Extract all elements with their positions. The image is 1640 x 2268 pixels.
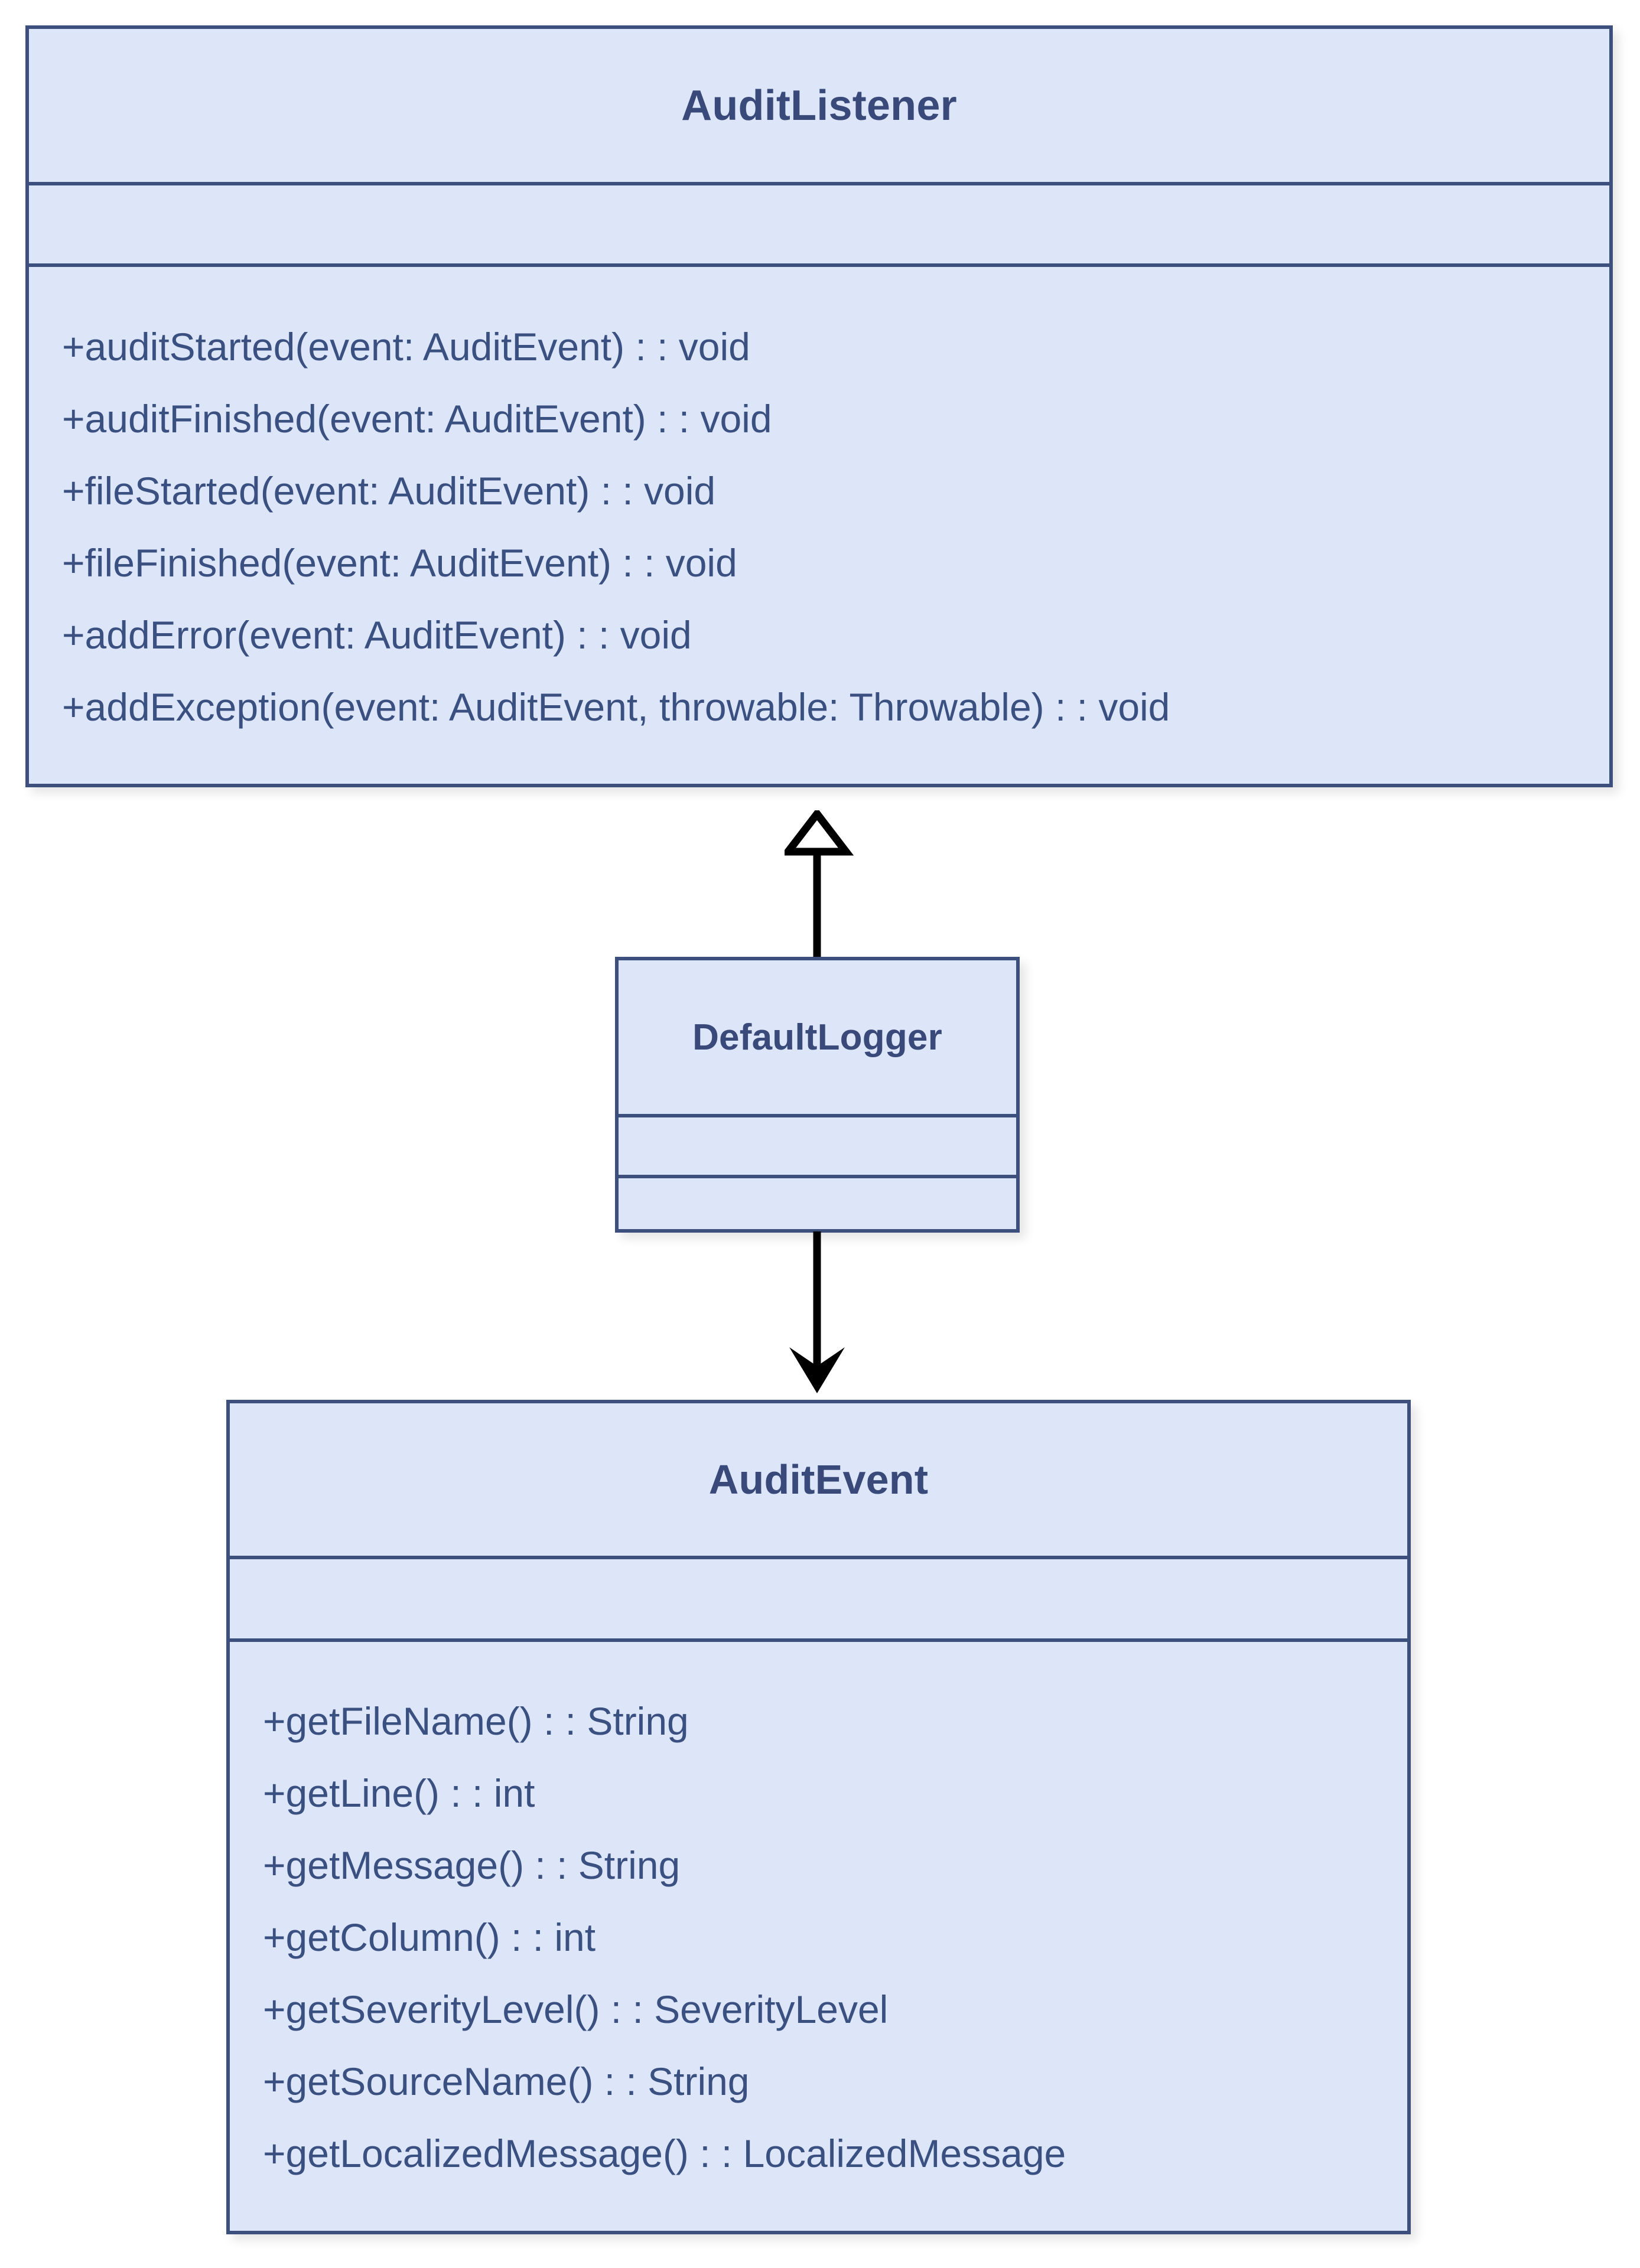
attributes-compartment-auditlistener xyxy=(29,182,1609,263)
method-row: +fileStarted(event: AuditEvent) : : void xyxy=(62,468,716,513)
class-name-auditlistener: AuditListener xyxy=(29,29,1609,182)
method-row: +addError(event: AuditEvent) : : void xyxy=(62,612,692,657)
method-row: +getLocalizedMessage() : : LocalizedMess… xyxy=(263,2131,1066,2175)
method-row: +getSourceName() : : String xyxy=(263,2059,750,2103)
method-row: +fileFinished(event: AuditEvent) : : voi… xyxy=(62,540,737,585)
method-row: +auditStarted(event: AuditEvent) : : voi… xyxy=(62,324,750,369)
method-row: +getSeverityLevel() : : SeverityLevel xyxy=(263,1987,889,2031)
class-name-defaultlogger: DefaultLogger xyxy=(619,960,1016,1114)
class-box-auditevent[interactable]: AuditEvent +getFileName() : : String +ge… xyxy=(226,1400,1411,2234)
method-row: +addException(event: AuditEvent, throwab… xyxy=(62,685,1170,729)
generalization-arrow-icon xyxy=(780,807,854,965)
methods-compartment-auditevent: +getFileName() : : String +getLine() : :… xyxy=(230,1638,1407,2231)
method-row: +getFileName() : : String xyxy=(263,1699,689,1743)
methods-compartment-auditlistener: +auditStarted(event: AuditEvent) : : voi… xyxy=(29,263,1609,784)
method-row: +getMessage() : : String xyxy=(263,1843,681,1887)
attributes-compartment-defaultlogger xyxy=(619,1114,1016,1175)
class-box-auditlistener[interactable]: AuditListener +auditStarted(event: Audit… xyxy=(25,25,1613,787)
attributes-compartment-auditevent xyxy=(230,1556,1407,1638)
method-row: +auditFinished(event: AuditEvent) : : vo… xyxy=(62,396,772,441)
generalization-arrow-defaultlogger-to-auditlistener xyxy=(780,807,855,965)
dependency-arrow-defaultlogger-to-auditevent xyxy=(785,1231,855,1396)
class-box-defaultlogger[interactable]: DefaultLogger xyxy=(615,957,1020,1233)
methods-compartment-defaultlogger xyxy=(619,1175,1016,1229)
method-row: +getColumn() : : int xyxy=(263,1915,596,1959)
class-name-auditevent: AuditEvent xyxy=(230,1403,1407,1556)
dependency-arrow-icon xyxy=(789,1231,845,1393)
method-row: +getLine() : : int xyxy=(263,1771,535,1815)
